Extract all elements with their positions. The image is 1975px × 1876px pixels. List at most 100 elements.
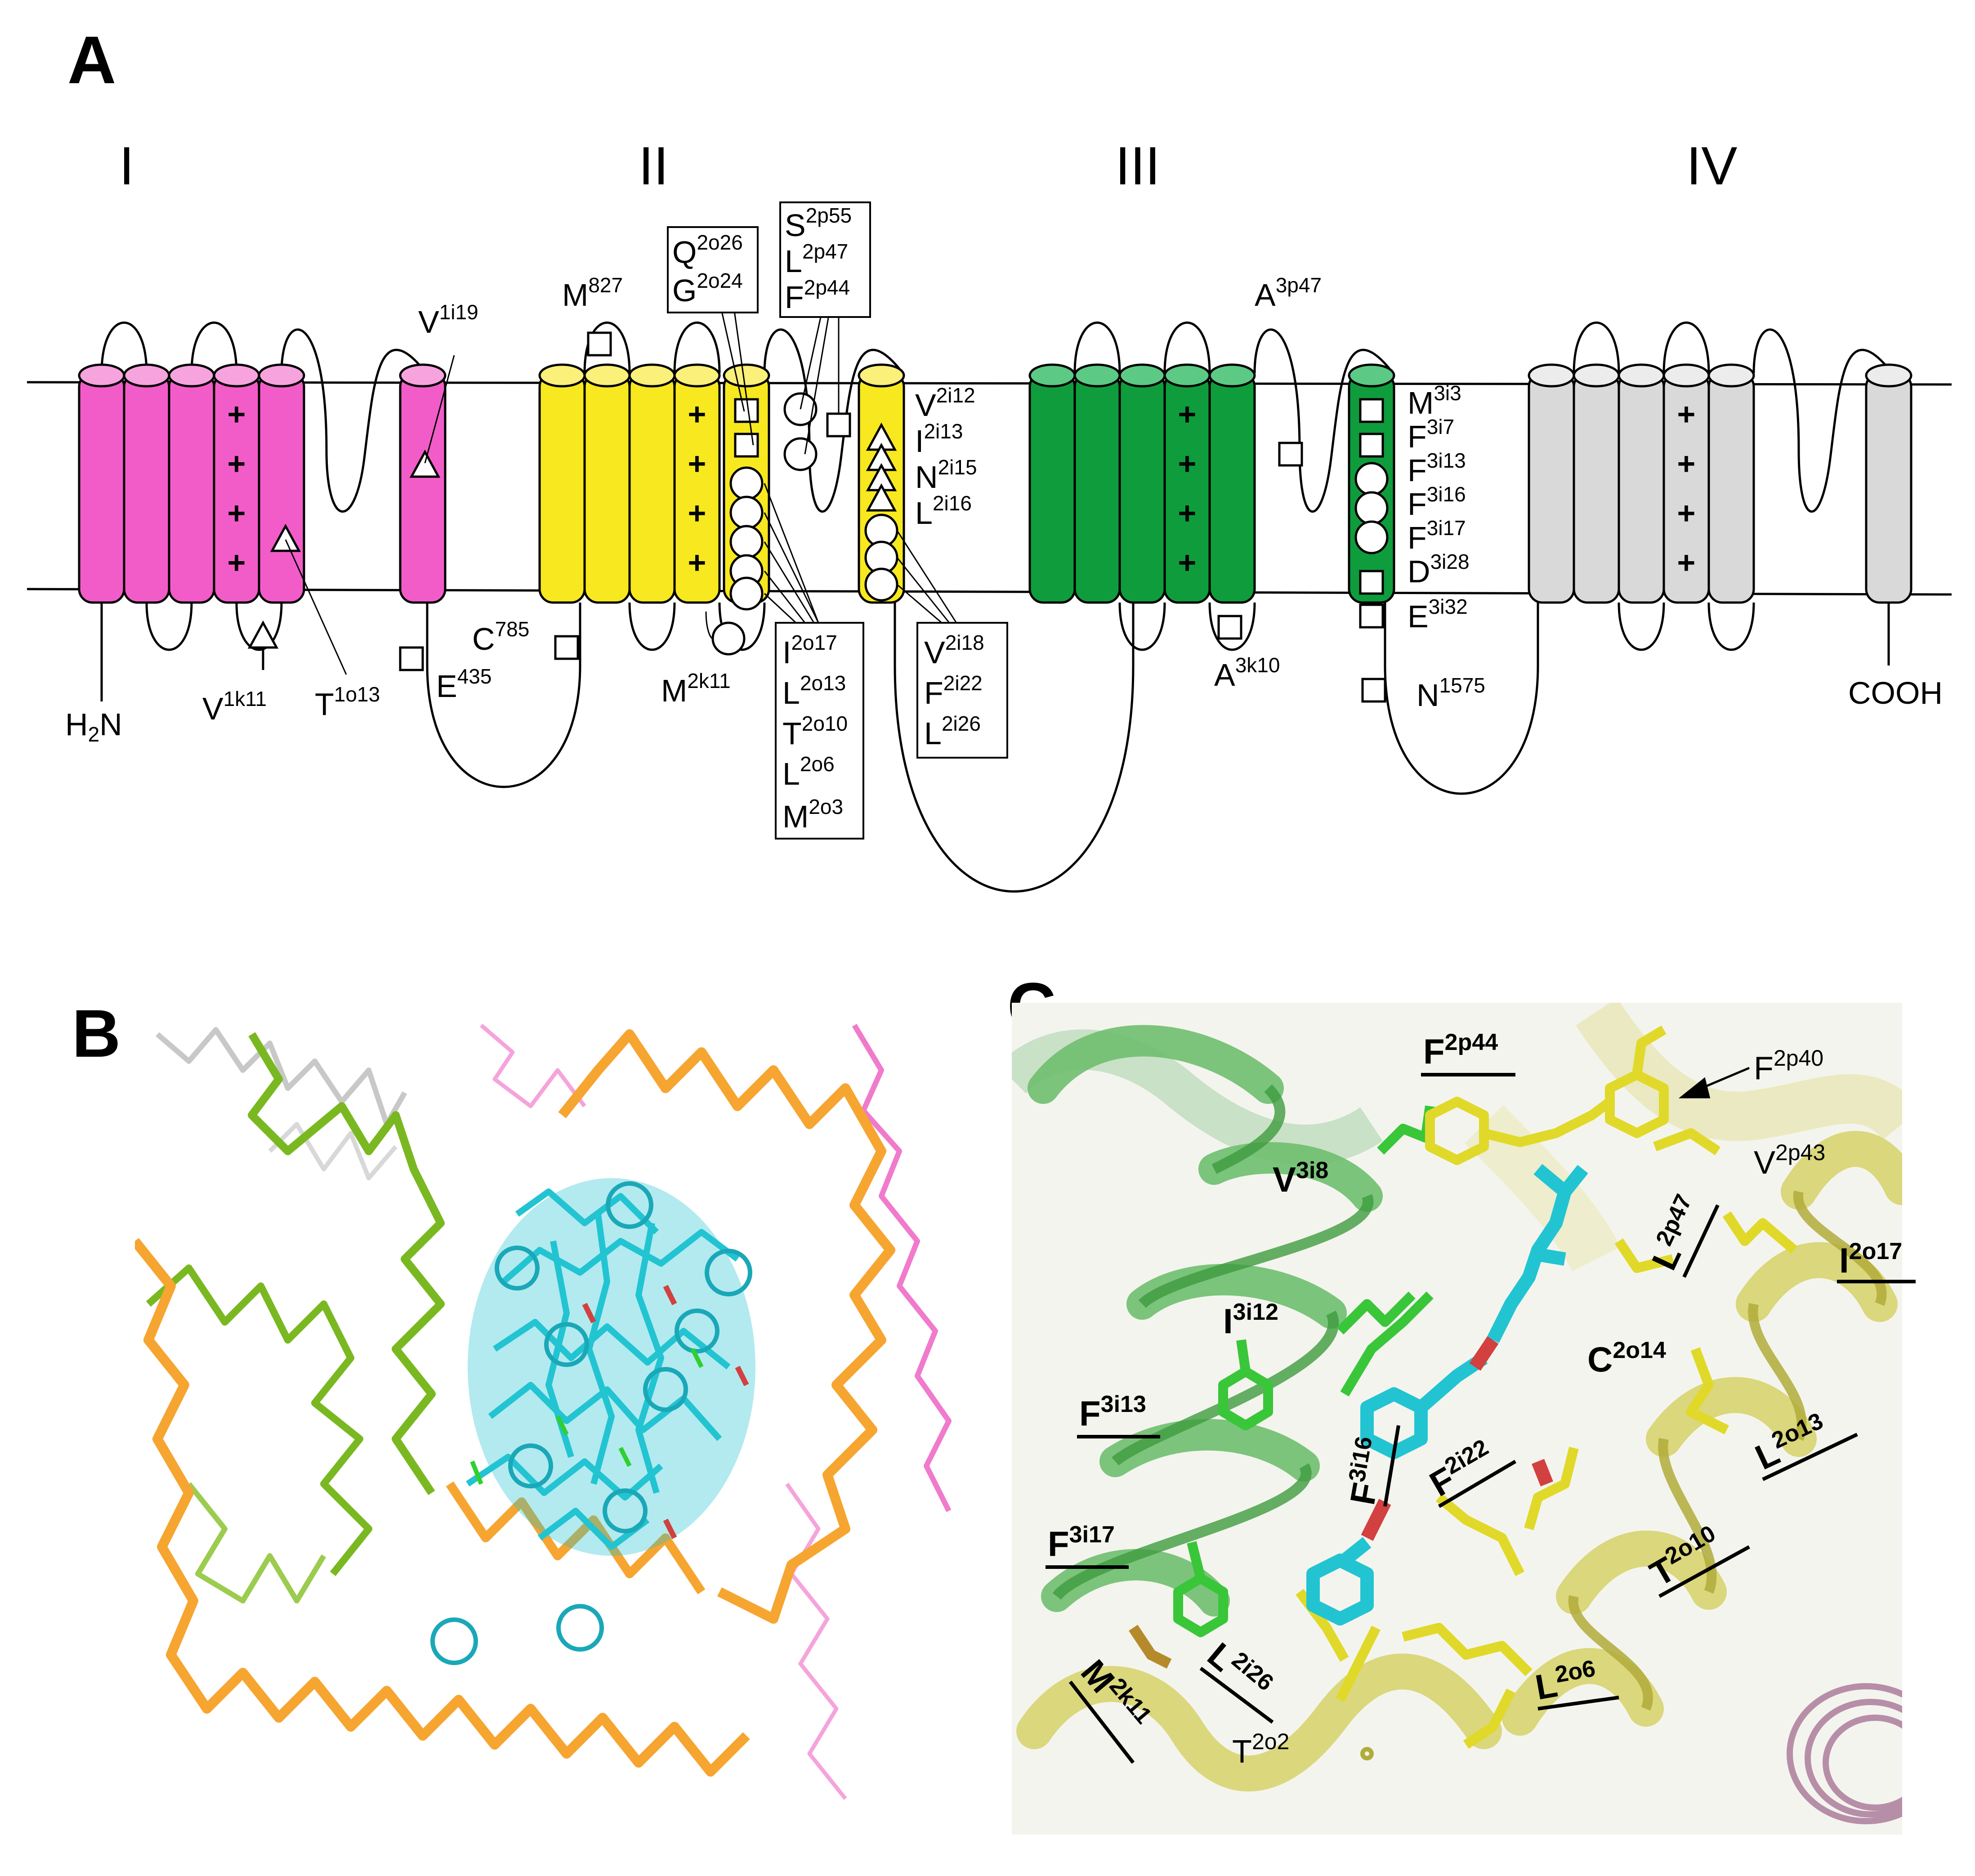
svg-text:L2o13: L2o13 <box>782 671 846 710</box>
label-i3i12: I3i12 <box>1223 1299 1278 1341</box>
label-f3i13: F3i13 <box>1408 449 1466 488</box>
label-f3i7: F3i7 <box>1408 415 1454 454</box>
plus-sign-icon: + <box>228 496 246 531</box>
label-d3i28: D3i28 <box>1408 550 1470 589</box>
plus-sign-icon: + <box>228 446 246 481</box>
circle-marker-icon <box>729 496 764 530</box>
label-v1i19: V1i19 <box>418 300 478 339</box>
label-f2p40: F2p40 <box>1754 1045 1823 1086</box>
square-marker-icon <box>734 433 759 458</box>
panel-c: C <box>1007 969 1916 1835</box>
svg-text:S2p55: S2p55 <box>785 204 852 243</box>
arrow-icon <box>1678 1067 1750 1099</box>
square-marker-icon <box>1359 570 1384 595</box>
label-l2i16: L2i16 <box>915 491 972 531</box>
label-f3i13: F3i13 <box>1079 1391 1146 1433</box>
label-m2k11: M2k11 <box>661 669 731 708</box>
panel-b-letter: B <box>72 996 121 1071</box>
plus-sign-icon: + <box>228 545 246 580</box>
label-e3i32: E3i32 <box>1408 595 1468 634</box>
svg-text:F2i22: F2i22 <box>924 671 983 710</box>
svg-text:I2o17: I2o17 <box>782 631 837 670</box>
label-box-s-l-f: S2p55 L2p47 F2p44 <box>779 201 871 318</box>
numeral-domain-1: I <box>119 136 134 196</box>
helices-domain-4 <box>1528 363 1912 604</box>
residue-markers <box>247 331 1389 703</box>
triangle-marker-icon <box>270 523 301 552</box>
label-f3i17: F3i17 <box>1048 1522 1115 1563</box>
plus-sign-icon: + <box>1677 446 1696 481</box>
panel-b: B <box>72 996 958 1830</box>
panel-b-image <box>135 1016 958 1830</box>
label-a3k10: A3k10 <box>1214 653 1280 692</box>
label-i2o17: I2o17 <box>1839 1238 1902 1280</box>
helices-domain-1 <box>78 363 447 604</box>
svg-text:G2o24: G2o24 <box>672 269 743 308</box>
svg-text:M2o3: M2o3 <box>782 795 843 834</box>
svg-text:L2p47: L2p47 <box>785 240 848 279</box>
label-e435: E435 <box>436 665 492 704</box>
square-marker-icon <box>587 331 612 357</box>
panel-c-image <box>1012 1003 1902 1835</box>
label-t1o13: T1o13 <box>315 683 380 722</box>
circle-marker-icon <box>1354 462 1389 496</box>
plus-sign-icon: + <box>688 446 706 481</box>
domain-numerals: I II III IV <box>119 136 1737 196</box>
label-f3i17: F3i17 <box>1408 516 1466 555</box>
label-i2i13: I2i13 <box>915 420 963 459</box>
square-marker-icon <box>1278 442 1303 467</box>
square-marker-icon <box>1217 615 1242 640</box>
circle-marker-icon <box>1354 520 1389 554</box>
plus-sign-icon: + <box>1677 545 1696 580</box>
circle-marker-icon <box>1354 491 1389 525</box>
label-v2i12: V2i12 <box>915 384 975 423</box>
square-marker-icon <box>399 646 424 671</box>
svg-text:T2o10: T2o10 <box>782 712 848 751</box>
ligand-cluster <box>430 1178 755 1665</box>
square-marker-icon <box>1361 678 1386 703</box>
label-f2p44: F2p44 <box>1423 1029 1498 1071</box>
square-marker-icon <box>1359 433 1384 458</box>
panel-a: A I II III IV <box>27 22 1952 893</box>
svg-text:Q2o26: Q2o26 <box>672 231 743 270</box>
label-n1575: N1575 <box>1416 674 1485 713</box>
label-m827: M827 <box>562 273 623 313</box>
label-t2o2: T2o2 <box>1232 1729 1289 1770</box>
label-a3p47: A3p47 <box>1255 273 1322 313</box>
square-marker-icon <box>826 412 851 438</box>
svg-text:L2i26: L2i26 <box>924 712 981 751</box>
square-marker-icon <box>554 635 579 660</box>
triangle-marker-icon <box>409 449 441 478</box>
plus-sign-icon: + <box>228 397 246 432</box>
circle-marker-icon <box>711 621 746 656</box>
label-m3i3: M3i3 <box>1408 381 1461 420</box>
label-c2o14: C2o14 <box>1587 1337 1666 1379</box>
plus-sign-icon: + <box>1677 496 1696 531</box>
s4-charges: + + + + + + + + + + + + + + + + <box>228 397 1696 580</box>
plus-sign-icon: + <box>688 545 706 580</box>
label-v1k11: V1k11 <box>202 687 267 726</box>
circle-marker-icon <box>783 437 818 471</box>
svg-text:F2p44: F2p44 <box>785 276 850 315</box>
plus-sign-icon: + <box>1677 397 1696 432</box>
square-marker-icon <box>1359 603 1384 629</box>
label-c785: C785 <box>472 617 529 657</box>
label-v3i8: V3i8 <box>1273 1157 1328 1199</box>
leader-lines <box>285 296 959 675</box>
label-box-v-f-l: V2i18 F2i22 L2i26 <box>916 622 1008 759</box>
circle-marker-icon <box>864 567 898 602</box>
svg-text:L2o6: L2o6 <box>782 752 835 791</box>
label-v2p43: V2p43 <box>1754 1140 1825 1181</box>
plus-sign-icon: + <box>688 496 706 531</box>
svg-text:V2i18: V2i18 <box>924 631 984 670</box>
plus-sign-icon: + <box>1178 397 1197 432</box>
label-f3i16: F3i16 <box>1408 482 1466 522</box>
label-box-i-l-t-l-m: I2o17 L2o13 T2o10 L2o6 M2o3 <box>775 622 864 840</box>
panel-a-letter: A <box>67 22 116 98</box>
c-terminus-label: COOH <box>1848 675 1943 710</box>
plus-sign-icon: + <box>1178 446 1197 481</box>
numeral-domain-4: IV <box>1686 136 1737 196</box>
plus-sign-icon: + <box>1178 496 1197 531</box>
circle-marker-icon <box>729 466 764 500</box>
